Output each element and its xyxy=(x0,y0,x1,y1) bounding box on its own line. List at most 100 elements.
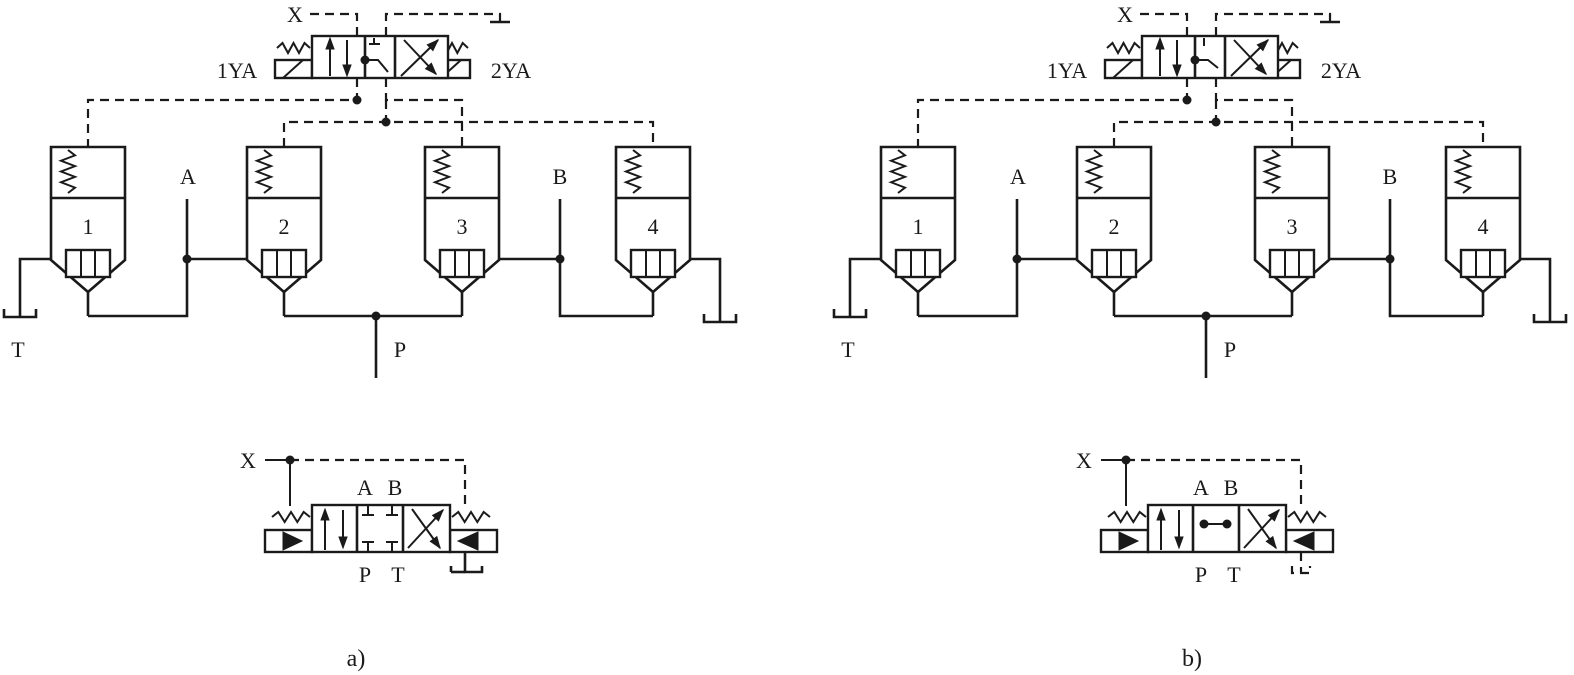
valve-poppet-box xyxy=(629,248,677,279)
port-label-b: B xyxy=(1224,475,1239,500)
junction-dot xyxy=(1385,254,1395,264)
junction-dot xyxy=(1199,519,1209,529)
control-line-valve-3 xyxy=(384,78,464,147)
spring-symbol xyxy=(1084,149,1104,194)
junction-dot xyxy=(182,254,192,264)
spring-symbol xyxy=(1106,40,1141,56)
internal-passage xyxy=(1195,59,1219,69)
port-label-x: X xyxy=(1076,448,1092,473)
cartridge-valve-1: 1 xyxy=(879,145,957,316)
junction-dot xyxy=(555,254,565,264)
port-label-a: A xyxy=(1010,164,1026,189)
cartridge-valve-4: 4 xyxy=(1444,145,1522,316)
arrow-head xyxy=(320,507,330,521)
arrow-head xyxy=(325,36,335,50)
junction-dot xyxy=(1222,519,1232,529)
port-label-t: T xyxy=(1227,562,1241,587)
valve-number-label: 1 xyxy=(83,214,94,239)
solenoid-label-2YA: 2YA xyxy=(491,58,531,83)
port-label-x: X xyxy=(287,2,303,27)
spring-symbol xyxy=(271,510,311,524)
port-label-t: T xyxy=(11,337,25,362)
pilot-line-x xyxy=(1140,12,1189,36)
arrow-head xyxy=(1254,62,1268,76)
figure-caption: a) xyxy=(347,646,366,672)
valve-poppet-box xyxy=(438,248,486,279)
junction-dot xyxy=(1182,95,1192,105)
pilot-triangle-left xyxy=(282,531,304,551)
cartridge-valve-1: 1 xyxy=(49,145,127,316)
pilot-directional-valve: X 1YA 2YA xyxy=(217,2,531,83)
control-line-valve-1 xyxy=(86,78,359,147)
tank-line-right xyxy=(690,257,722,322)
cartridge-valve-2: 2 xyxy=(245,145,323,316)
arrow-head xyxy=(431,508,444,522)
arrow-head xyxy=(1265,535,1277,550)
tank-symbol-right xyxy=(1532,314,1568,324)
spring-symbol xyxy=(623,149,643,194)
arrow-head xyxy=(1256,38,1270,52)
port-label-x: X xyxy=(1117,2,1133,27)
port-label-b: B xyxy=(1383,164,1398,189)
tank-line-right xyxy=(1520,257,1552,322)
solenoid-label-2YA: 2YA xyxy=(1321,58,1361,83)
spring-symbol xyxy=(58,149,78,194)
pilot-line xyxy=(1126,458,1303,506)
valve-number-label: 2 xyxy=(1109,214,1120,239)
solenoid-label-1YA: 1YA xyxy=(217,58,257,83)
drain-line xyxy=(384,12,502,36)
pilot-triangle-right xyxy=(1292,531,1315,551)
line-b-valve-4 xyxy=(558,199,653,318)
figure-caption: b) xyxy=(1182,646,1202,672)
port-label-p: P xyxy=(359,562,371,587)
drain-line xyxy=(1214,12,1332,36)
valve-envelope xyxy=(310,34,450,80)
arrow-head xyxy=(338,536,348,550)
spring-symbol xyxy=(888,149,908,194)
solenoid-coil-slash xyxy=(282,59,304,79)
pilot-triangle-right xyxy=(456,531,479,551)
tank-symbol-right xyxy=(702,314,738,324)
valve-poppet-box xyxy=(260,248,308,279)
valve-poppet-box xyxy=(64,248,112,279)
spring-symbol xyxy=(451,510,491,524)
pilot-line-x xyxy=(310,12,359,36)
solenoid-coil-slash xyxy=(1112,59,1134,79)
control-line-valve-1 xyxy=(916,78,1189,147)
valve-envelope xyxy=(1146,503,1288,554)
valve-poppet-box xyxy=(1090,248,1138,279)
junction-dot xyxy=(352,95,362,105)
arrow-head xyxy=(342,64,352,78)
spring-symbol xyxy=(1107,510,1147,524)
spring-symbol xyxy=(1287,510,1327,524)
tank-line-t xyxy=(18,257,51,317)
valve-number-label: 3 xyxy=(457,214,468,239)
spring-symbol xyxy=(276,40,311,56)
spring-symbol xyxy=(1262,149,1282,194)
valve-poppet-box xyxy=(894,248,942,279)
cartridge-valve-3: 3 xyxy=(423,145,501,316)
spring-symbol xyxy=(1453,149,1473,194)
arrow-head xyxy=(426,38,440,52)
line-to-a xyxy=(918,259,1019,318)
junction-dot xyxy=(1012,254,1022,264)
arrow-head xyxy=(429,535,441,550)
port-label-b: B xyxy=(388,475,403,500)
spring-symbol xyxy=(254,149,274,194)
line-to-a xyxy=(88,259,189,318)
control-line-valve-3 xyxy=(1214,78,1294,147)
valve-poppet-box xyxy=(1268,248,1316,279)
tank-line-t xyxy=(848,257,881,317)
internal-passage xyxy=(365,59,389,73)
spring-symbol xyxy=(432,149,452,194)
arrow-head xyxy=(1156,507,1166,521)
tank-symbol-t xyxy=(2,309,38,319)
valve-number-label: 4 xyxy=(1478,214,1489,239)
port-label-p: P xyxy=(1224,337,1236,362)
arrow-head xyxy=(1172,64,1182,78)
port-label-a: A xyxy=(357,475,373,500)
valve-poppet-box xyxy=(1459,248,1507,279)
arrow-head xyxy=(1155,36,1165,50)
